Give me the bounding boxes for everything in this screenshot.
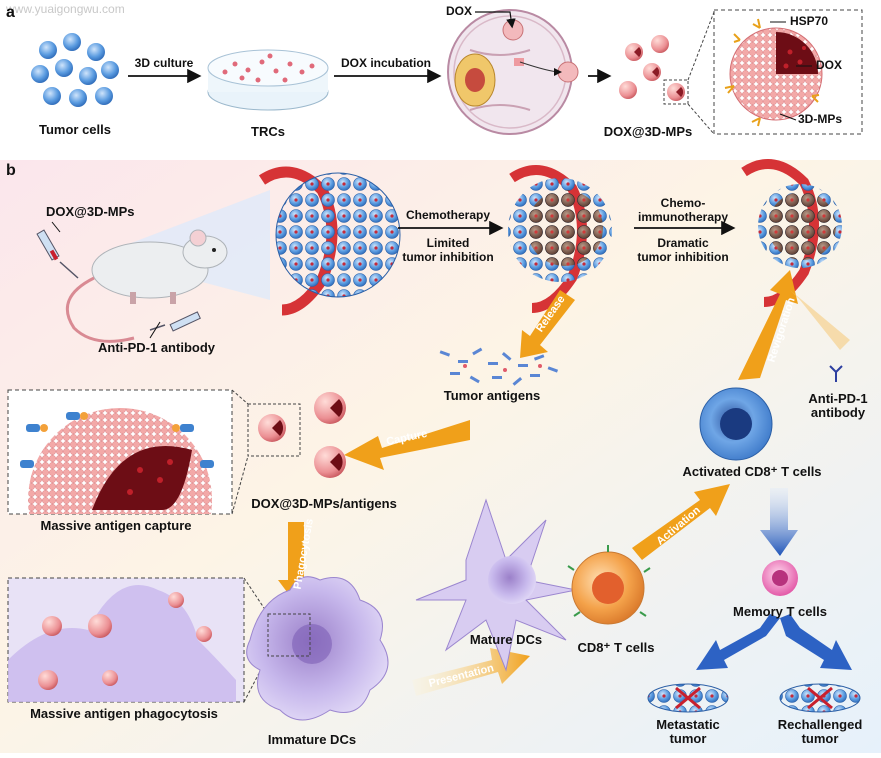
- dox-3d-mps-particles: [619, 35, 685, 101]
- label-rechallenged-line1: Rechallenged: [777, 717, 863, 732]
- label-activated-cd8: Activated CD8⁺ T cells: [682, 464, 822, 479]
- inset-particle: [724, 18, 823, 127]
- label-injection-mps: DOX@3D-MPs: [46, 204, 135, 219]
- label-anti-pd1-antibody: Anti-PD-1 antibody: [808, 392, 867, 420]
- label-tumor-antigens: Tumor antigens: [443, 388, 541, 403]
- panel-b-letter: b: [6, 162, 16, 179]
- syringe-icon-1: [36, 229, 79, 279]
- label-memory-t-cells: Memory T cells: [733, 604, 827, 619]
- label-3d-mps: 3D-MPs: [798, 112, 843, 126]
- label-mps-antigens: DOX@3D-MPs/antigens: [251, 496, 397, 511]
- label-dox-3d-mps: DOX@3D-MPs: [603, 124, 693, 139]
- cell-with-dox: [447, 9, 579, 135]
- cd8-t-cell: [567, 545, 651, 625]
- label-cd8-t-cells: CD8⁺ T cells: [577, 640, 655, 655]
- immature-dc: [246, 576, 389, 721]
- tumor-cells-cluster: [31, 33, 119, 107]
- label-metastatic-line1: Metastatic: [656, 717, 720, 732]
- label-tumor-cells: Tumor cells: [38, 122, 112, 137]
- mps-antigen-particles: [258, 392, 346, 478]
- label-limited-line2: tumor inhibition: [402, 250, 494, 264]
- label-hsp70: HSP70: [790, 14, 829, 28]
- phagocytosis-inset: [8, 585, 236, 702]
- label-mature-dcs: Mature DCs: [469, 632, 543, 647]
- mouse-illustration: [65, 229, 228, 343]
- label-massive-capture: Massive antigen capture: [40, 518, 192, 533]
- label-chemotherapy: Chemotherapy: [405, 208, 491, 222]
- tumor-untreated: [258, 166, 401, 316]
- label-anti-pd1-line1: Anti-PD-1: [808, 391, 868, 406]
- label-chemoimmuno-line1: Chemo-: [660, 196, 706, 210]
- label-metastatic-line2: tumor: [669, 731, 707, 746]
- syringe-icon-2: [149, 311, 201, 332]
- mature-dc: [415, 498, 577, 672]
- label-massive-phagocytosis: Massive antigen phagocytosis: [30, 706, 218, 721]
- label-inset-dox: DOX: [816, 58, 843, 72]
- massive-capture-particle: [20, 408, 214, 514]
- label-metastatic-tumor: Metastatic tumor: [656, 718, 720, 746]
- tumor-antigens: [439, 347, 559, 386]
- label-limited-inhibition: Limited tumor inhibition: [402, 236, 493, 264]
- label-dramatic-line2: tumor inhibition: [637, 250, 729, 264]
- panel-a-letter: a: [6, 4, 15, 21]
- label-immature-dcs: Immature DCs: [267, 732, 357, 747]
- label-rechallenged-line2: tumor: [801, 731, 839, 746]
- label-dox-incubation: DOX incubation: [341, 56, 431, 70]
- label-limited-line1: Limited: [426, 236, 470, 250]
- label-rechallenged-tumor: Rechallenged tumor: [778, 718, 863, 746]
- label-chemoimmuno-line2: immunotherapy: [637, 210, 729, 224]
- label-anti-pd1-line2: antibody: [810, 405, 866, 420]
- label-dramatic-line1: Dramatic: [657, 236, 709, 250]
- anti-pd1-antibody-icon: [829, 365, 843, 382]
- activated-cd8-t-cell: [699, 387, 773, 461]
- memory-t-cell: [762, 560, 798, 596]
- label-anti-pd1-injection: Anti-PD-1 antibody: [98, 340, 215, 355]
- label-chemo-immunotherapy: Chemo- immunotherapy: [638, 196, 728, 224]
- rechallenged-tumor: [779, 683, 861, 713]
- watermark: www.yuaigongwu.com: [6, 2, 125, 16]
- petri-dish: [207, 49, 329, 111]
- label-dramatic-inhibition: Dramatic tumor inhibition: [637, 236, 728, 264]
- label-dox-top: DOX: [446, 4, 473, 18]
- tumor-chemotherapy: [508, 165, 612, 313]
- label-3d-culture: 3D culture: [134, 56, 194, 70]
- metastatic-tumor: [647, 683, 729, 713]
- label-trcs: TRCs: [251, 124, 285, 139]
